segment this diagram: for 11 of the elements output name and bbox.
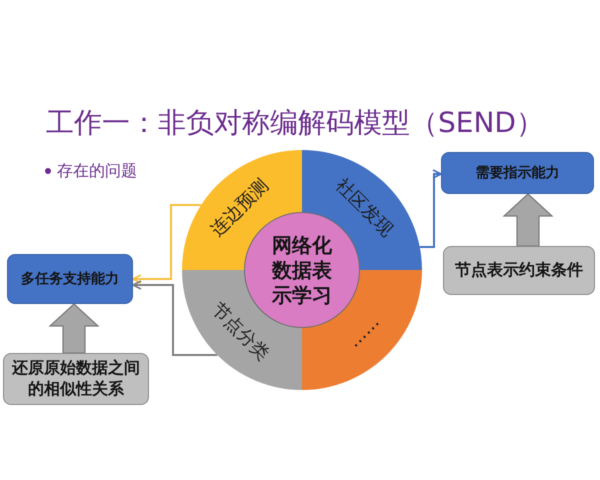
- process-box: 需要指示能力: [441, 152, 594, 194]
- arrow: [132, 280, 218, 356]
- arrow: [132, 204, 202, 284]
- process-box: 还原原始数据之间的相似性关系: [3, 353, 149, 405]
- block-arrow: [502, 193, 554, 247]
- block-arrow: [48, 303, 100, 354]
- arrow: [420, 169, 442, 248]
- process-box: 节点表示约束条件: [443, 246, 595, 295]
- title: 工作一：非负对称编解码模型（SEND）: [46, 106, 544, 140]
- process-box: 多任务支持能力: [7, 254, 133, 304]
- bullet-item: 存在的问题: [57, 161, 137, 180]
